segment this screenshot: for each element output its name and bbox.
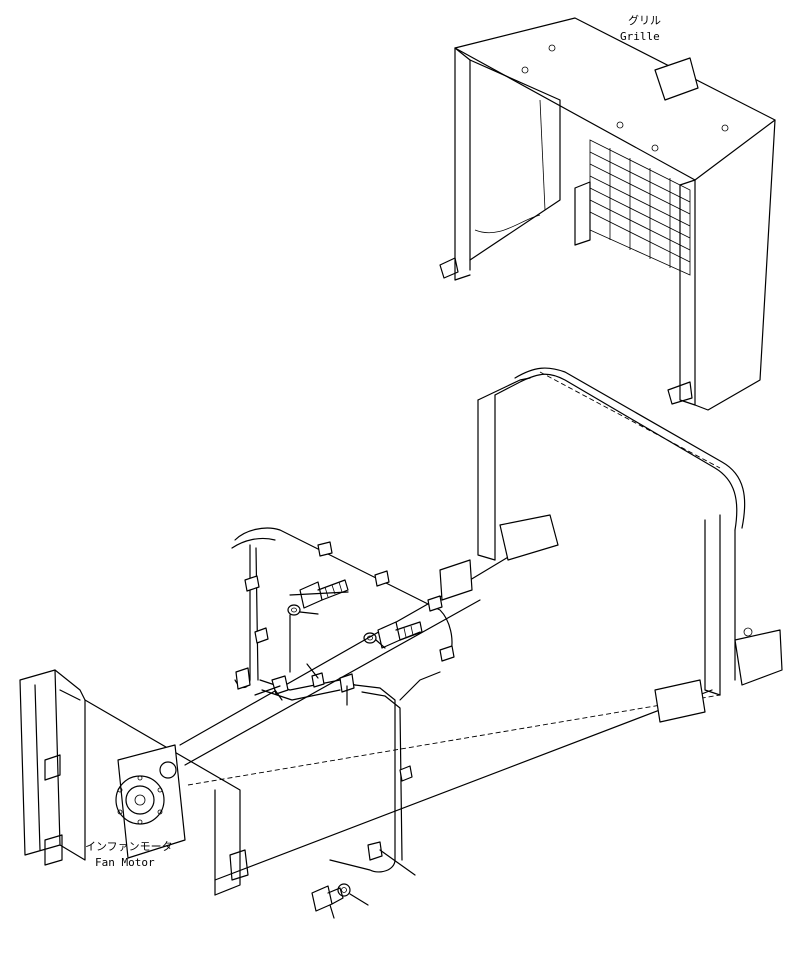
bolt-lower [311, 885, 344, 919]
fan-motor-label-en: Fan Motor [95, 856, 155, 869]
grille-label-jp: グリル [628, 13, 661, 27]
leader-lines [254, 614, 416, 876]
fan-motor-label-jp: インファンモータ [85, 840, 173, 853]
support-frame [179, 367, 783, 881]
grille-label-en: Grille [620, 30, 660, 43]
fan-motor-assembly [19, 669, 249, 896]
bolt-middle [377, 621, 423, 649]
washer-lower [337, 883, 369, 906]
bolt-upper [289, 579, 349, 609]
grille-assembly [439, 17, 776, 411]
washer-middle [363, 632, 386, 649]
wire-harness [231, 527, 455, 873]
harness-clamps [235, 541, 455, 861]
washer-upper [287, 604, 319, 616]
